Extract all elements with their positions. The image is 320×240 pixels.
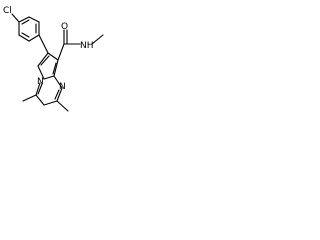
bond: [43, 100, 58, 106]
methyl-bond: [22, 94, 37, 102]
double-bond: [40, 55, 50, 66]
bond: [53, 75, 63, 89]
bond: [37, 52, 49, 67]
structure-diagram: Cl O NH N N: [3, 6, 104, 112]
methyl-bond: [56, 100, 69, 112]
bond: [37, 65, 45, 80]
bond: [56, 87, 63, 102]
chlorine-label: Cl: [3, 6, 12, 16]
pyrimidine-nitrogen-label: N: [59, 82, 66, 92]
bond: [47, 52, 59, 61]
bond: [43, 75, 55, 80]
pyrrole-ring: [37, 52, 59, 80]
chlorophenyl-ring: [18, 16, 40, 42]
bond: [28, 16, 40, 23]
bond: [57, 43, 65, 61]
bond: [18, 16, 30, 23]
bond: [35, 94, 45, 106]
bond: [35, 82, 41, 96]
bond: [53, 59, 59, 77]
pyrimidine-ring: [35, 75, 63, 106]
bond: [18, 34, 30, 42]
double-bond: [21, 19, 30, 25]
double-bond: [52, 62, 57, 75]
bond: [38, 34, 49, 54]
double-bond: [21, 32, 30, 38]
double-bond: [54, 89, 60, 100]
bond: [28, 34, 40, 42]
methyl-bond: [91, 34, 104, 45]
bridgehead-nitrogen-label: N: [37, 77, 44, 87]
oxygen-label: O: [61, 22, 68, 32]
amide-nh-label: NH: [80, 41, 94, 51]
double-bond: [37, 83, 43, 95]
bond: [11, 13, 20, 23]
